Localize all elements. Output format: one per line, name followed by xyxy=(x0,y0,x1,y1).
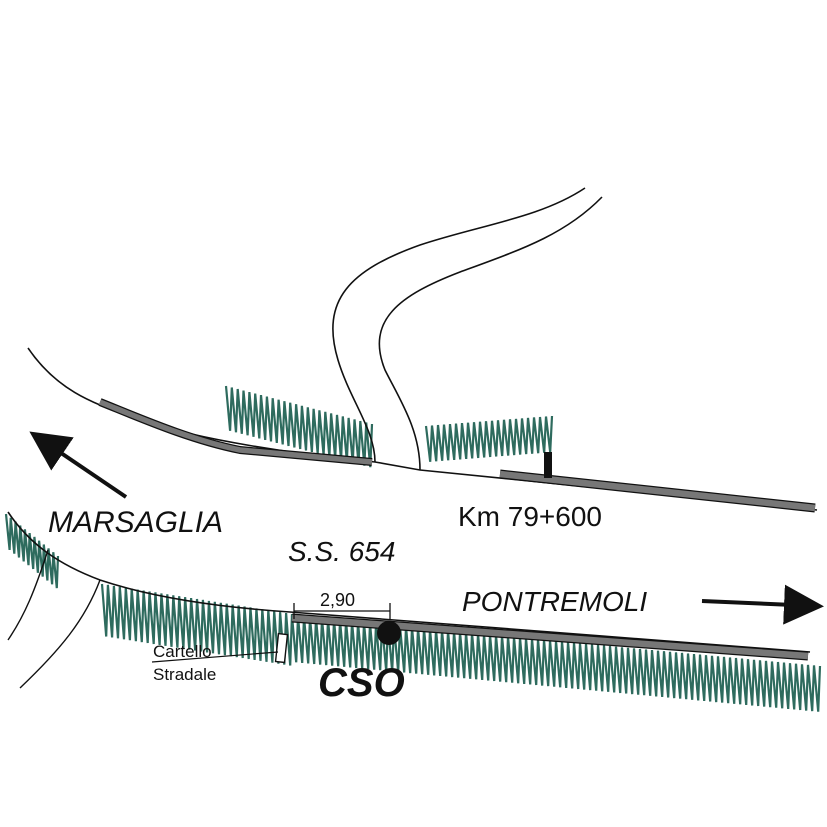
road-lower-edge xyxy=(7,511,811,653)
guardrail-upper-right-fill xyxy=(499,470,816,512)
road-sign-icon xyxy=(274,632,289,664)
km-post-icon xyxy=(544,452,552,478)
vegetation-layer xyxy=(4,385,822,712)
vegetation-upper-left xyxy=(224,385,374,468)
guardrail-lower-fill xyxy=(291,614,809,660)
width-measure-label: 2,90 xyxy=(320,590,355,610)
slope-line-1 xyxy=(7,549,49,641)
road-name-label: S.S. 654 xyxy=(288,536,395,567)
side-road-right-edge xyxy=(378,196,603,471)
direction-left-label: MARSAGLIA xyxy=(48,506,223,539)
side-road-left-edge xyxy=(332,187,586,463)
station-label: CSO xyxy=(318,661,405,705)
kilometer-label: Km 79+600 xyxy=(458,501,602,532)
vegetation-left-slope xyxy=(4,513,60,589)
vegetation-upper-right xyxy=(424,415,554,462)
arrow-right-icon xyxy=(701,584,824,625)
filled-circle-icon xyxy=(377,621,401,645)
road-upper-edge xyxy=(27,347,818,511)
guardrail-upper-left-fill xyxy=(98,399,373,465)
sign-leader-line xyxy=(151,651,279,663)
direction-right-label: PONTREMOLI xyxy=(462,586,647,617)
arrow-up-left-icon xyxy=(29,431,128,499)
sign-label-line1: Cartello xyxy=(153,642,212,661)
sign-label-line2: Stradale xyxy=(153,665,216,684)
slope-line-2 xyxy=(19,579,101,689)
vegetation-lower-a xyxy=(100,583,294,666)
